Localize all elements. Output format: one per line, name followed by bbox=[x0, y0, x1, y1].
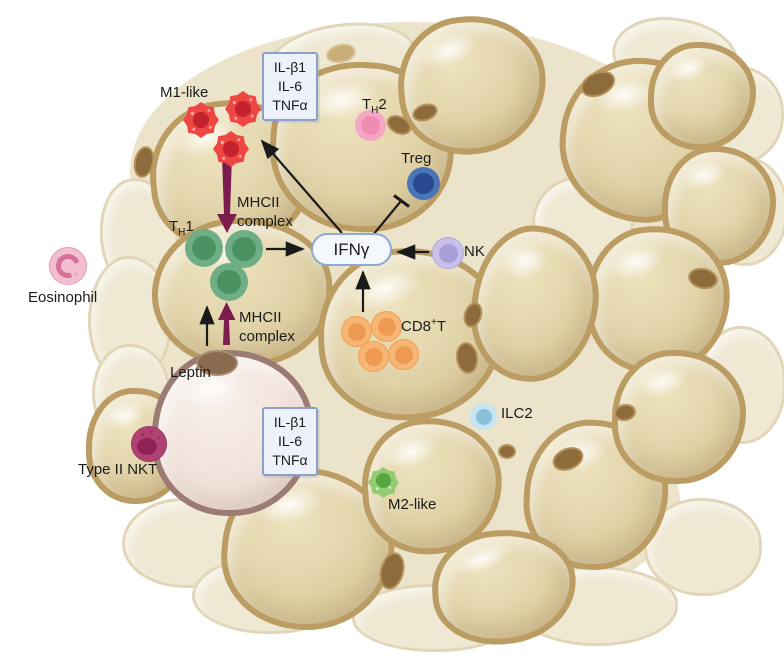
cell-nucleus bbox=[192, 236, 216, 260]
cytokine-line: IL-6 bbox=[277, 433, 303, 449]
cd8-t-cell-icon bbox=[371, 311, 402, 342]
cell-nucleus bbox=[475, 408, 492, 425]
cell-nucleus bbox=[217, 270, 241, 294]
treg-cell-icon bbox=[407, 167, 440, 200]
cytokine-line: TNFα bbox=[272, 452, 308, 468]
cell-nucleus bbox=[438, 243, 458, 263]
th2-cell-icon bbox=[355, 110, 386, 141]
cytokine-box-top: IL-β1 IL-6 TNFα bbox=[262, 52, 318, 121]
m1-macrophage-icon bbox=[183, 102, 219, 138]
cell-nucleus bbox=[232, 237, 256, 261]
cell-nucleus bbox=[223, 141, 239, 157]
m1-macrophage-icon bbox=[213, 131, 249, 167]
adipocyte bbox=[662, 146, 776, 266]
th1-cell-icon bbox=[225, 230, 263, 268]
type2-nkt-cell-icon bbox=[131, 426, 167, 462]
type2-nkt-label: Type II NKT bbox=[78, 461, 158, 478]
cd8-t-cell-icon bbox=[358, 341, 389, 372]
th1-cell-icon bbox=[210, 263, 248, 301]
nk-cell-icon bbox=[432, 237, 464, 269]
m2-macrophage-icon bbox=[368, 467, 399, 498]
cytokine-box-bottom: IL-β1 IL-6 TNFα bbox=[262, 407, 318, 476]
adipocyte-nucleus bbox=[498, 444, 516, 459]
adipocyte bbox=[612, 350, 746, 484]
cell-nucleus bbox=[377, 317, 396, 336]
cytokine-line: TNFα bbox=[272, 97, 308, 113]
cd8-t-label: CD8+T bbox=[401, 317, 447, 335]
ilc2-label: ILC2 bbox=[501, 405, 533, 422]
eosinophil-label: Eosinophil bbox=[28, 289, 98, 306]
cytokine-line: IL-β1 bbox=[273, 59, 307, 75]
th2-label: TH2 bbox=[362, 96, 387, 116]
ifng-node: IFNγ bbox=[311, 233, 392, 266]
m2-like-label: M2-like bbox=[388, 496, 437, 513]
cell-nucleus bbox=[413, 173, 434, 194]
cd8-t-cell-icon bbox=[388, 339, 419, 370]
cell-nucleus bbox=[193, 112, 209, 128]
cell-nucleus bbox=[137, 438, 157, 455]
th1-label: TH1 bbox=[169, 218, 194, 238]
cell-nucleus bbox=[364, 347, 383, 366]
leptin-label: Leptin bbox=[170, 364, 211, 381]
nk-label: NK bbox=[464, 243, 485, 260]
cell-nucleus bbox=[347, 322, 366, 341]
pink-adipocyte-nucleus bbox=[196, 350, 238, 376]
treg-label: Treg bbox=[401, 150, 432, 167]
cell-nucleus bbox=[394, 345, 413, 364]
ilc2-cell-icon bbox=[470, 403, 497, 430]
m1-like-label: M1-like bbox=[160, 84, 209, 101]
cytokine-line: IL-6 bbox=[277, 78, 303, 94]
cell-nucleus bbox=[376, 473, 391, 488]
eosinophil-cell-icon bbox=[49, 247, 87, 285]
m1-macrophage-icon bbox=[225, 91, 261, 127]
cell-nucleus bbox=[235, 101, 251, 117]
th1-cell-icon bbox=[185, 229, 223, 267]
cell-nucleus bbox=[361, 116, 380, 135]
cytokine-line: IL-β1 bbox=[273, 414, 307, 430]
